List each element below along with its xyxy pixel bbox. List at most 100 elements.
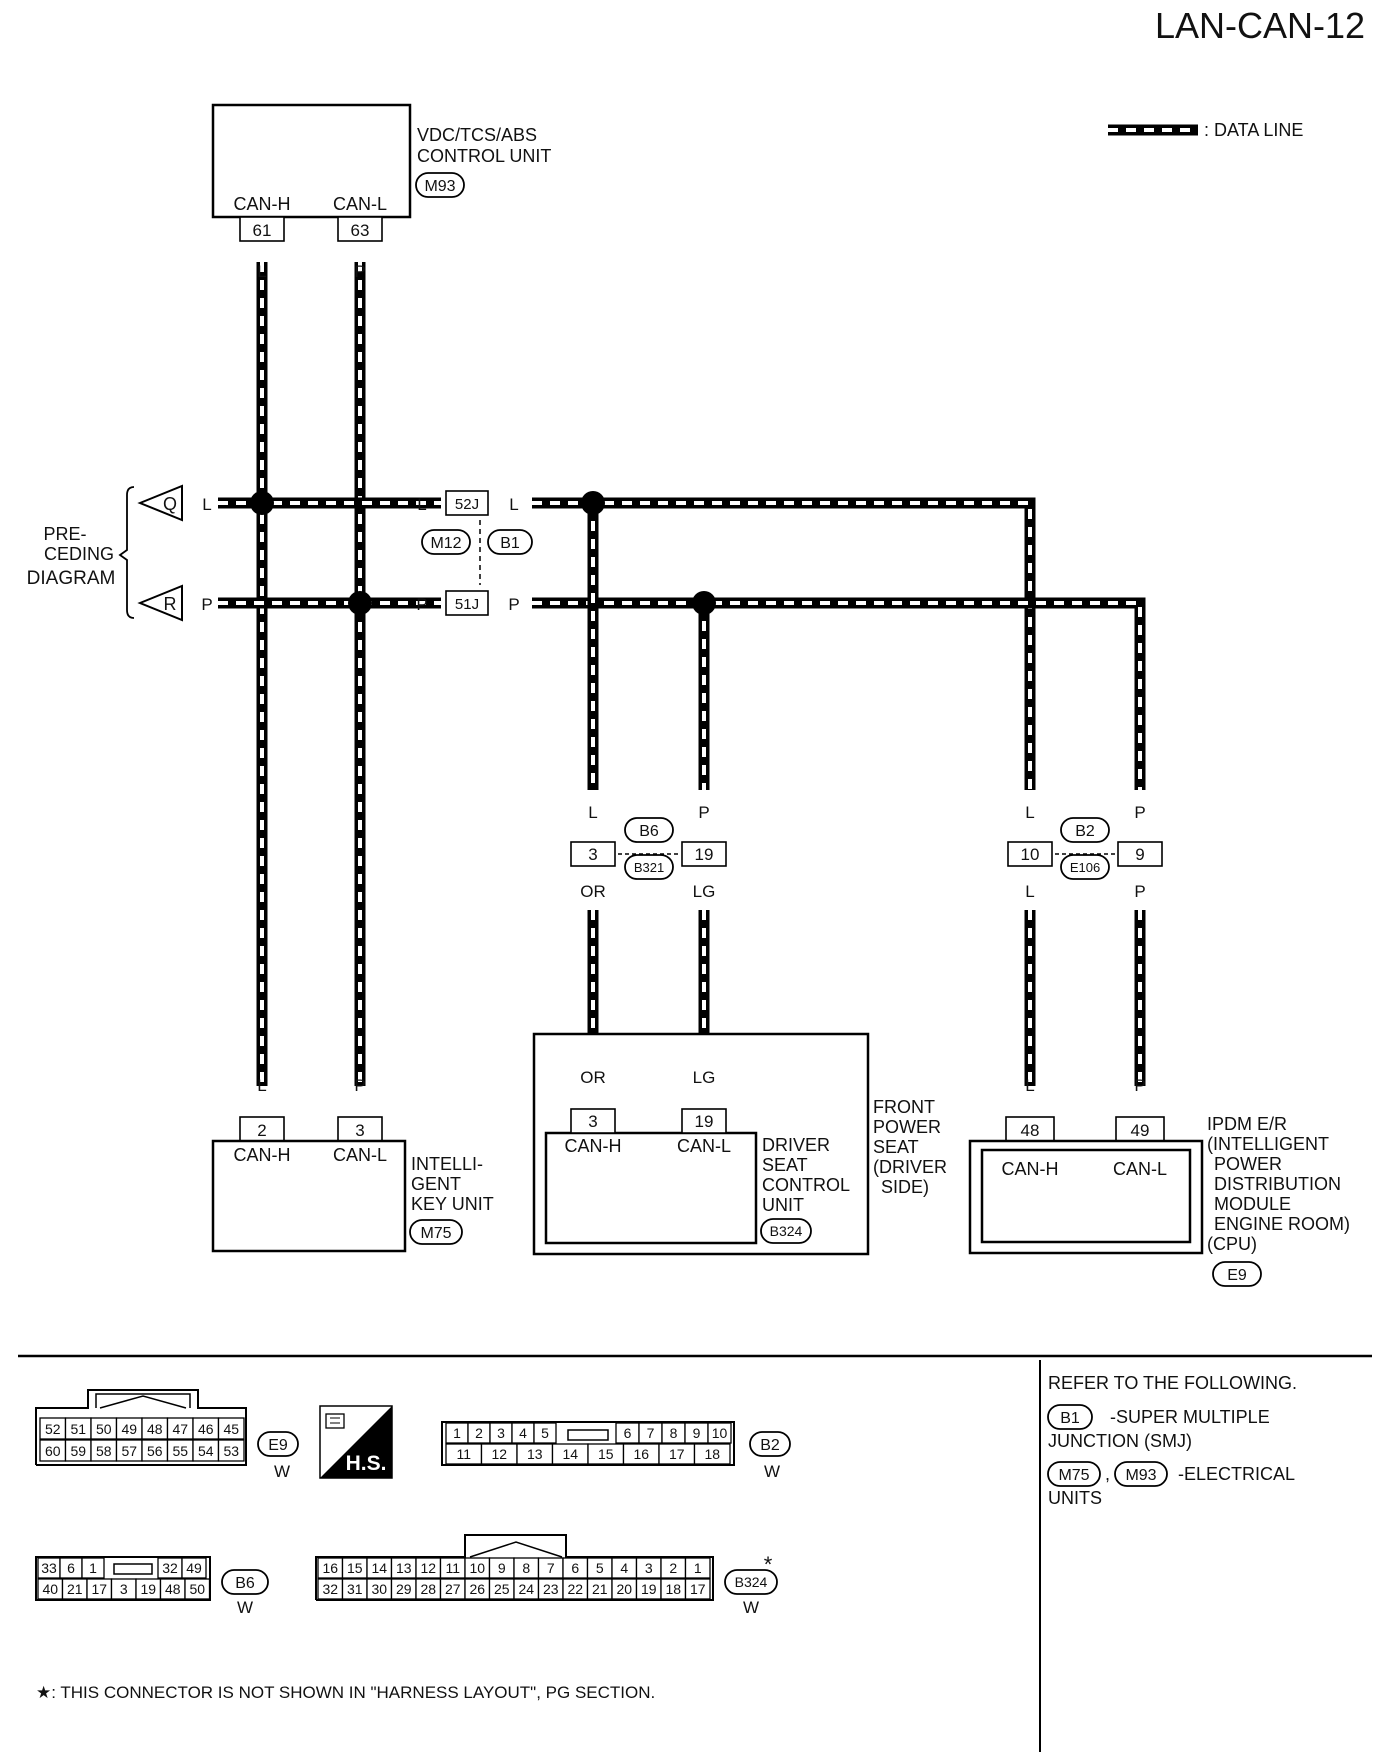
- ipdm-er-unit: L P 48 49 CAN-H CAN-L IPDM E/R (INTELLIG…: [968, 1076, 1350, 1287]
- connector-cavity: [184, 1578, 211, 1600]
- cavity-number: 17: [91, 1581, 107, 1597]
- cavity-number: 54: [198, 1443, 214, 1459]
- seat-outer-line2: POWER: [873, 1117, 941, 1137]
- preceding-line2: CEDING: [44, 544, 114, 564]
- cavity-number: 47: [172, 1421, 188, 1437]
- cavity-number: 57: [121, 1443, 137, 1459]
- data-line-legend: : DATA LINE: [1108, 120, 1303, 140]
- splice-dot: [692, 591, 716, 615]
- b6-wire-lg: LG: [693, 882, 716, 901]
- ikey-name-line3: KEY UNIT: [411, 1194, 494, 1214]
- cavity-number: 60: [45, 1443, 61, 1459]
- cavity-number: 50: [96, 1421, 112, 1437]
- cavity-number: 52: [45, 1421, 61, 1437]
- cavity-number: 33: [41, 1560, 57, 1576]
- cavity-number: 12: [491, 1446, 507, 1462]
- cavity-number: 4: [620, 1560, 628, 1576]
- b6-conn-id: B6: [639, 823, 659, 840]
- q-wire-color: L: [202, 495, 211, 514]
- b324-star: *: [764, 1552, 773, 1577]
- splice-dot: [250, 491, 274, 515]
- preceding-diagram: PRE- CEDING DIAGRAM Q R L P: [27, 484, 213, 622]
- data-lines: [218, 262, 1146, 1086]
- b2-face-id: B2: [760, 1437, 780, 1454]
- cavity-number: 32: [322, 1581, 338, 1597]
- cavity-number: 16: [633, 1446, 649, 1462]
- seat-outer-line5: SIDE): [881, 1177, 929, 1197]
- cavity-number: 3: [497, 1425, 505, 1441]
- cavity-number: 22: [567, 1581, 583, 1597]
- b6-wire-or: OR: [580, 882, 606, 901]
- seat-inner-line2: SEAT: [762, 1155, 808, 1175]
- seat-wire-lg: LG: [693, 1068, 716, 1087]
- ikey-name-line2: GENT: [411, 1174, 461, 1194]
- cavity-number: 10: [469, 1560, 485, 1576]
- cavity-number: 18: [665, 1581, 681, 1597]
- b6-pin-l: 3: [588, 845, 597, 864]
- connector-cavity: [533, 1422, 557, 1444]
- cavity-number: 8: [522, 1560, 530, 1576]
- j-wire-p-left: P: [416, 595, 427, 614]
- cavity-number: 3: [120, 1581, 128, 1597]
- ipdm-wire-p: P: [1134, 1076, 1145, 1095]
- cavity-number: 9: [498, 1560, 506, 1576]
- seat-pin-h: 3: [588, 1112, 597, 1131]
- ipdm-line1: IPDM E/R: [1207, 1114, 1287, 1134]
- vdc-wire-p: P: [354, 262, 365, 281]
- cavity-number: 2: [669, 1560, 677, 1576]
- cavity-number: 31: [347, 1581, 363, 1597]
- refer-m75-id: M75: [1058, 1467, 1089, 1484]
- ikey-wire-l: L: [257, 1076, 266, 1095]
- cavity-number: 7: [647, 1425, 655, 1441]
- cavity-number: 8: [670, 1425, 678, 1441]
- cavity-number: 15: [598, 1446, 614, 1462]
- e9-face-color: W: [274, 1462, 290, 1481]
- vdc-connector-id: M93: [424, 178, 455, 195]
- connector-cavity: [217, 1417, 245, 1440]
- arrow-r-icon: [137, 584, 183, 622]
- e9-face-id: E9: [268, 1437, 288, 1454]
- preceding-line3: DIAGRAM: [27, 568, 116, 589]
- arrow-q-label: Q: [163, 494, 177, 514]
- connector-face-icon: [325, 1413, 345, 1429]
- b2-conn-id: B2: [1075, 823, 1095, 840]
- refer-note: REFER TO THE FOLLOWING. B1 -SUPER MULTIP…: [1047, 1373, 1297, 1508]
- seat-wire-or: OR: [580, 1068, 606, 1087]
- ikey-pin-h: 2: [257, 1121, 266, 1140]
- cavity-number: 5: [596, 1560, 604, 1576]
- refer-m-text2: UNITS: [1048, 1488, 1102, 1508]
- vdc-wire-l: L: [257, 262, 266, 281]
- cavity-number: 1: [453, 1425, 461, 1441]
- ipdm-line3: POWER: [1214, 1154, 1282, 1174]
- cavity-number: 13: [527, 1446, 543, 1462]
- cavity-number: 19: [641, 1581, 657, 1597]
- cavity-number: 45: [223, 1421, 239, 1437]
- connector-cavity: [693, 1443, 731, 1465]
- cavity-number: 32: [162, 1560, 178, 1576]
- cavity-number: 21: [592, 1581, 608, 1597]
- refer-b1-text: -SUPER MULTIPLE: [1110, 1407, 1270, 1427]
- vdc-name-line2: CONTROL UNIT: [417, 146, 551, 166]
- cavity-number: 21: [67, 1581, 83, 1597]
- cavity-number: 50: [189, 1581, 205, 1597]
- refer-m-text: -ELECTRICAL: [1178, 1464, 1295, 1484]
- ipdm-line7: (CPU): [1207, 1234, 1257, 1254]
- cavity-number: 10: [712, 1425, 728, 1441]
- connector-cavity: [181, 1557, 207, 1579]
- b6-wire-l-top: L: [588, 803, 597, 822]
- seat-inner-line1: DRIVER: [762, 1135, 830, 1155]
- junction-conn-m12: M12: [430, 535, 461, 552]
- cavity-number: 14: [562, 1446, 578, 1462]
- ikey-wire-p: P: [354, 1076, 365, 1095]
- seat-outer-line1: FRONT: [873, 1097, 935, 1117]
- cavity-number: 55: [172, 1443, 188, 1459]
- ipdm-can-h-label: CAN-H: [1002, 1159, 1059, 1179]
- b2-face-color: W: [764, 1462, 780, 1481]
- b2-pin-l: 10: [1021, 845, 1040, 864]
- cavity-number: 13: [396, 1560, 412, 1576]
- cavity-number: 59: [70, 1443, 86, 1459]
- splice-dot: [581, 491, 605, 515]
